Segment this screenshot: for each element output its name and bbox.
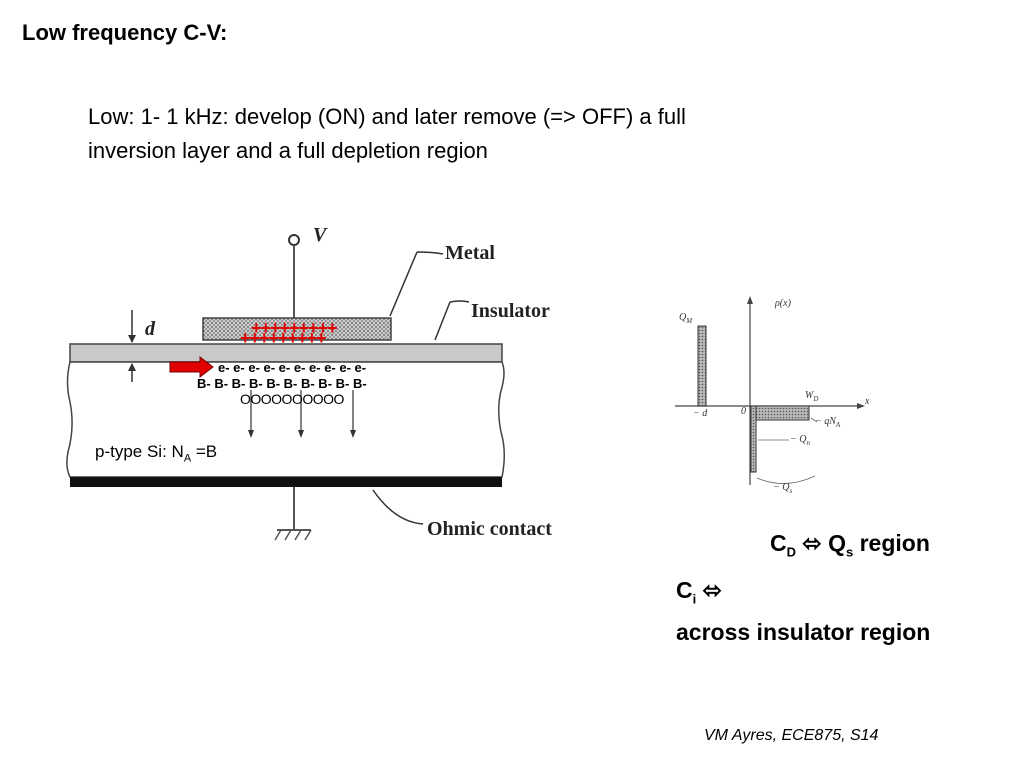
zero-label: 0: [741, 406, 746, 417]
minus-d-label: − d: [693, 408, 708, 419]
slide-title: Low frequency C-V:: [22, 20, 228, 45]
rho-label: ρ(x): [775, 298, 791, 309]
ci-line-1: Ci ⬄: [676, 577, 722, 607]
charge-distribution-plot: ρ(x) x QM − d 0 WD − qNA − Qn − Qs: [665, 290, 885, 500]
qs-label: − Qs: [773, 482, 793, 495]
ptype-label: p-type Si: NA =B: [95, 442, 217, 464]
ionized-acceptors: B- B- B- B- B- B- B- B- B- B-: [197, 376, 367, 391]
intro-line-2: inversion layer and a full depletion reg…: [88, 138, 488, 163]
qna-label: − qNA: [815, 416, 841, 429]
red-arrow: [169, 355, 214, 379]
inversion-electrons: e- e- e- e- e- e- e- e- e- e-: [218, 360, 367, 375]
x-label: x: [865, 396, 870, 407]
positive-charge-row-2: +++++++++: [240, 328, 327, 348]
insulator-label: Insulator: [471, 300, 550, 322]
d-label: d: [145, 318, 155, 340]
intro-text: Low: 1- 1 kHz: develop (ON) and later re…: [88, 100, 888, 168]
metal-gate: [202, 317, 392, 341]
qm-label: QM: [679, 312, 693, 325]
depletion-charge-bar: [752, 405, 810, 421]
metal-charge-bar: [697, 325, 707, 407]
footer-credit: VM Ayres, ECE875, S14: [704, 727, 879, 744]
ohmic-pointer: [372, 489, 424, 525]
inversion-charge-bar: [750, 405, 757, 473]
ohmic-contact-layer: [70, 477, 502, 487]
charge-plot-svg: [675, 296, 865, 485]
holes-row: OOOOOOOOOO: [240, 391, 344, 407]
intro-line-1: Low: 1- 1 kHz: develop (ON) and later re…: [88, 104, 686, 129]
v-label: V: [313, 224, 327, 246]
wd-label: WD: [805, 390, 819, 403]
metal-label: Metal: [445, 242, 495, 264]
metal-pointer: [389, 251, 418, 317]
ci-statement: Ci ⬄ across insulator region: [676, 574, 930, 648]
gate-terminal: [288, 234, 300, 246]
ptype-suffix: =B: [191, 442, 218, 461]
positive-charge-row-1: +++++++++: [251, 318, 338, 338]
ptype-sub: A: [183, 452, 192, 465]
mos-diagram-svg: [66, 234, 505, 541]
insulator-pointer: [434, 301, 451, 341]
mos-capacitor-diagram: V d Metal Insulator Ohmic contact ++++++…: [55, 222, 615, 552]
ci-line-2: across insulator region: [676, 618, 931, 645]
ptype-prefix: p-type Si: N: [95, 442, 184, 461]
qn-label: − Qn: [790, 434, 810, 447]
ohmic-contact-label: Ohmic contact: [427, 518, 552, 540]
cd-qs-statement: CD ⬄ Qs region: [770, 530, 930, 560]
